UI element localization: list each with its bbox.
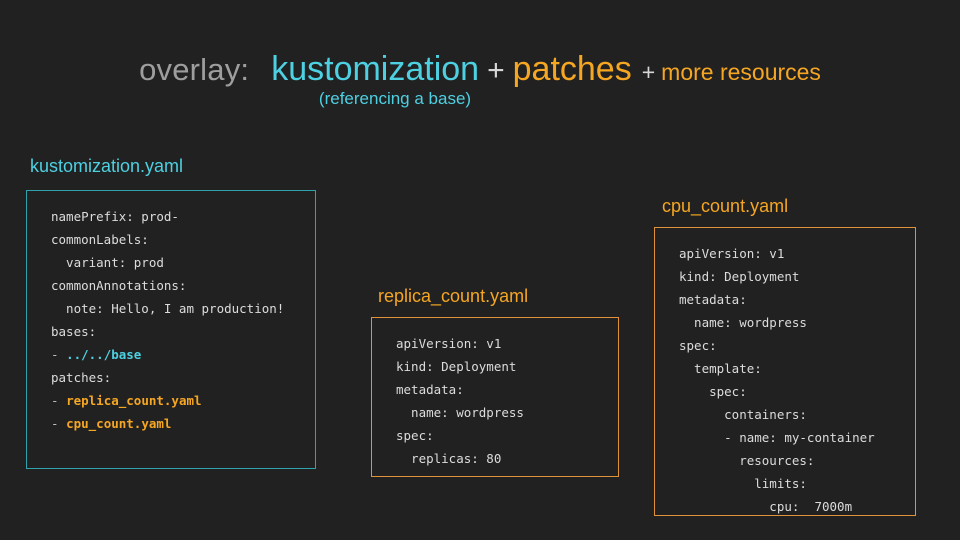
code-token: bases: bbox=[51, 324, 97, 339]
heading-plus-1: + bbox=[487, 54, 505, 87]
code-line: metadata: bbox=[679, 288, 899, 311]
code-line: commonLabels: bbox=[51, 228, 299, 251]
code-token: cpu: 7000m bbox=[679, 499, 853, 514]
code-line: commonAnnotations: bbox=[51, 274, 299, 297]
heading-plus-2: + bbox=[641, 59, 656, 85]
code-line: - replica_count.yaml bbox=[51, 389, 299, 412]
code-token: variant: prod bbox=[51, 255, 164, 270]
code-line: limits: bbox=[679, 472, 899, 495]
code-line: note: Hello, I am production! bbox=[51, 297, 299, 320]
code-token: patches: bbox=[51, 370, 112, 385]
code-token: kind: Deployment bbox=[396, 359, 517, 374]
file-title-cpu-count: cpu_count.yaml bbox=[662, 196, 789, 216]
code-line: - name: my-container bbox=[679, 426, 899, 449]
code-token: apiVersion: v1 bbox=[679, 246, 785, 261]
code-token: - bbox=[51, 416, 67, 431]
code-line: apiVersion: v1 bbox=[679, 242, 899, 265]
code-token: spec: bbox=[679, 338, 717, 353]
heading-subtitle: (referencing a base) bbox=[318, 89, 472, 108]
code-line: namePrefix: prod- bbox=[51, 205, 299, 228]
code-line: - cpu_count.yaml bbox=[51, 412, 299, 435]
file-title-replica-count: replica_count.yaml bbox=[378, 286, 529, 306]
code-line: name: wordpress bbox=[679, 311, 899, 334]
code-token: apiVersion: v1 bbox=[396, 336, 502, 351]
code-token: replicas: 80 bbox=[396, 451, 502, 466]
heading-subtitle-row: (referencing a base) bbox=[0, 89, 960, 109]
code-token: name: wordpress bbox=[396, 405, 524, 420]
code-line: spec: bbox=[679, 380, 899, 403]
code-token: metadata: bbox=[679, 292, 747, 307]
code-line: patches: bbox=[51, 366, 299, 389]
code-token: name: wordpress bbox=[679, 315, 807, 330]
slide-heading: overlay:kustomization+patches+more resou… bbox=[0, 52, 960, 86]
code-line: spec: bbox=[396, 424, 602, 447]
code-line: apiVersion: v1 bbox=[396, 332, 602, 355]
code-line: name: wordpress bbox=[396, 401, 602, 424]
code-token: cpu_count.yaml bbox=[66, 416, 172, 431]
code-token: note: Hello, I am production! bbox=[51, 301, 285, 316]
code-line: replicas: 80 bbox=[396, 447, 602, 470]
code-line: resources: bbox=[679, 449, 899, 472]
code-token: ../../base bbox=[66, 347, 142, 362]
code-token: resources: bbox=[679, 453, 815, 468]
heading-term-more-resources: more resources bbox=[661, 59, 821, 85]
code-line: metadata: bbox=[396, 378, 602, 401]
code-token: - name: my-container bbox=[679, 430, 875, 445]
code-token: commonAnnotations: bbox=[51, 278, 187, 293]
code-token: replica_count.yaml bbox=[66, 393, 202, 408]
code-token: commonLabels: bbox=[51, 232, 149, 247]
code-line: template: bbox=[679, 357, 899, 380]
heading-term-kustomization: kustomization bbox=[271, 50, 480, 88]
code-token: kind: Deployment bbox=[679, 269, 800, 284]
code-line: containers: bbox=[679, 403, 899, 426]
heading-label-overlay: overlay: bbox=[139, 52, 250, 87]
code-token: - bbox=[51, 393, 67, 408]
code-token: - bbox=[51, 347, 67, 362]
code-token: namePrefix: prod- bbox=[51, 209, 179, 224]
code-line: kind: Deployment bbox=[396, 355, 602, 378]
heading-term-patches: patches bbox=[512, 50, 632, 88]
code-token: template: bbox=[679, 361, 762, 376]
code-line: kind: Deployment bbox=[679, 265, 899, 288]
code-line: bases: bbox=[51, 320, 299, 343]
code-token: metadata: bbox=[396, 382, 464, 397]
code-line: spec: bbox=[679, 334, 899, 357]
code-token: spec: bbox=[679, 384, 747, 399]
code-line: variant: prod bbox=[51, 251, 299, 274]
code-token: spec: bbox=[396, 428, 434, 443]
code-token: containers: bbox=[679, 407, 807, 422]
file-title-kustomization: kustomization.yaml bbox=[30, 156, 184, 176]
code-line: cpu: 7000m bbox=[679, 495, 899, 518]
code-token: limits: bbox=[679, 476, 807, 491]
code-line: - ../../base bbox=[51, 343, 299, 366]
code-block-kustomization: namePrefix: prod-commonLabels: variant: … bbox=[26, 190, 316, 469]
